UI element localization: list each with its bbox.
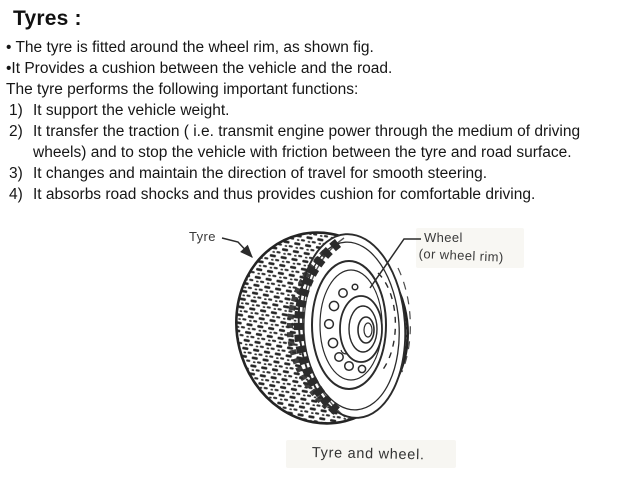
wheel-hub <box>339 295 383 363</box>
function-2-number: 2) <box>9 123 23 140</box>
sidewall-contours <box>302 241 411 411</box>
function-2-text: It transfer the traction ( i.e. transmit… <box>33 123 581 140</box>
function-3-number: 3) <box>9 165 23 182</box>
function-1-number: 1) <box>9 102 23 119</box>
function-2-text-continued: wheels) and to stop the vehicle with fri… <box>33 144 572 161</box>
function-4-text: It absorbs road shocks and thus provides… <box>33 186 536 203</box>
scan-wash-wheel-label <box>416 228 524 268</box>
intro-line-3: The tyre performs the following importan… <box>6 81 359 98</box>
tyre-label-arrow <box>221 237 253 258</box>
tyre-label: Tyre <box>189 229 216 244</box>
tyre-wheel-figure <box>221 231 421 425</box>
scan-wash-caption <box>286 440 456 468</box>
function-4-number: 4) <box>9 186 23 203</box>
bolt-holes <box>323 283 367 374</box>
page-title: Tyres : <box>13 7 82 30</box>
function-3-text: It changes and maintain the direction of… <box>33 165 488 182</box>
figure-caption: Tyre and wheel. <box>311 445 425 464</box>
intro-line-2: •It Provides a cushion between the vehic… <box>6 60 393 77</box>
wheel-label-line1: Wheel <box>424 230 463 245</box>
tread-lugs <box>286 237 346 418</box>
function-1-text: It support the vehicle weight. <box>33 102 230 119</box>
wheel-label-line <box>369 238 421 289</box>
intro-line-1: • The tyre is fitted around the wheel ri… <box>6 39 374 56</box>
